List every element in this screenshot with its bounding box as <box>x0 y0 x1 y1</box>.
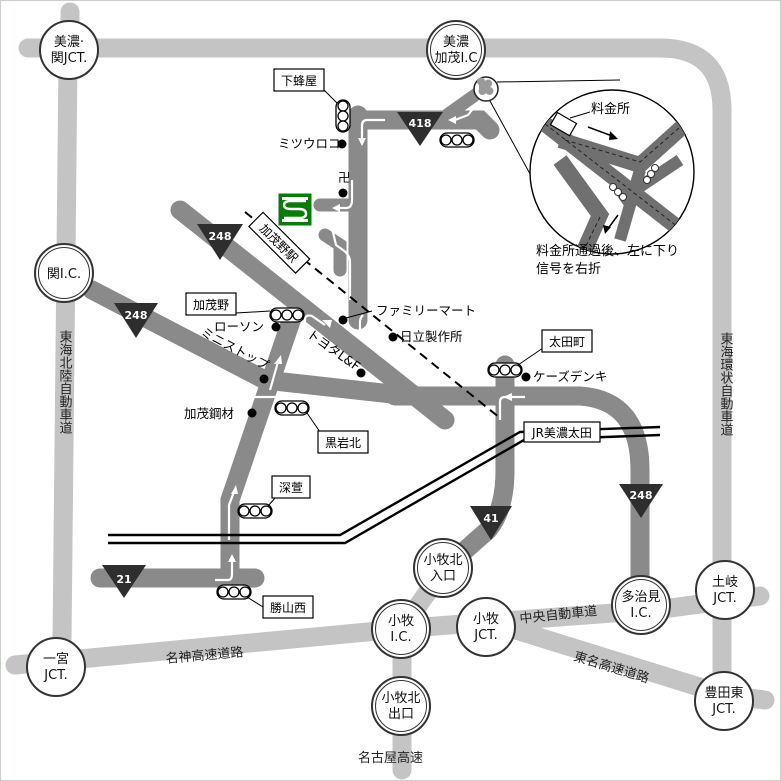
svg-text:関I.C.: 関I.C. <box>47 267 81 282</box>
svg-text:418: 418 <box>409 117 432 130</box>
svg-text:関JCT.: 関JCT. <box>51 51 87 66</box>
svg-text:豊田東: 豊田東 <box>704 685 743 701</box>
tokai-kanjo-top <box>18 38 732 590</box>
nagoya-expressway-label: 名古屋高速 <box>358 750 423 766</box>
svg-text:小牧: 小牧 <box>388 614 414 629</box>
signal-shimohachiya: 下蜂屋 <box>281 74 317 88</box>
svg-text:小牧北: 小牧北 <box>381 691 420 706</box>
poi-kamo-kozai: 加茂鋼材 <box>184 406 234 421</box>
destination-logo-icon[interactable] <box>278 193 312 226</box>
nagaragawa-line <box>244 211 501 419</box>
signal-fukase: 深萱 <box>279 481 303 495</box>
node-komakikita-deguchi[interactable]: 小牧北 出口 <box>371 676 431 736</box>
node-tajimi-ic[interactable]: 多治見 I.C. <box>611 575 671 635</box>
signal-icon <box>439 132 475 148</box>
svg-text:入口: 入口 <box>430 569 456 584</box>
route-418-shield: 418 <box>397 112 443 146</box>
tollgate-icon <box>549 111 578 137</box>
node-komaki-jct[interactable]: 小牧 JCT. <box>456 597 516 657</box>
signal-katsuyamanishi: 勝山西 <box>270 600 306 615</box>
poi-ksdenki: ケーズデンキ <box>533 369 607 384</box>
jr-line-upper <box>108 425 661 537</box>
route-248-east <box>385 386 650 600</box>
signal-icon <box>274 400 310 416</box>
node-seki-ic[interactable]: 関I.C. <box>34 243 94 303</box>
poi-lawson: ローソン <box>214 319 264 334</box>
svg-text:加茂I.C: 加茂I.C <box>434 51 477 66</box>
svg-text:JR美濃太田: JR美濃太田 <box>531 425 592 440</box>
traffic-signals <box>216 99 523 600</box>
route-248-shield-north: 248 <box>197 224 243 260</box>
node-ichinomiya-jct[interactable]: 一宮 JCT. <box>26 637 86 697</box>
station-jr-minoota[interactable]: JR美濃太田 <box>523 421 601 443</box>
poi-hitachi: 日立製作所 <box>400 329 463 344</box>
inset-detail: 料金所 料金所通過後、左に下り 信号を右折 <box>473 76 695 277</box>
svg-text:41: 41 <box>483 512 498 525</box>
svg-text:JCT.: JCT. <box>712 591 736 606</box>
inset-note-line2: 信号を右折 <box>536 262 601 277</box>
svg-text:21: 21 <box>116 573 131 586</box>
signal-icon <box>487 362 523 378</box>
interchange-nodes: 美濃· 関JCT. 美濃 加茂I.C 関I.C. 一宮 JCT. 小牧 I.C. <box>26 20 755 736</box>
route-248-shield-east: 248 <box>619 484 663 518</box>
signal-icon <box>335 99 351 133</box>
points-of-interest: ミツウロコ 卍 ファミリーマート 日立製作所 ローソン ミニストップ トヨタL&… <box>184 136 607 421</box>
branch-road-2 <box>318 228 347 277</box>
signal-icon <box>216 584 252 600</box>
route-21-shield: 21 <box>102 565 146 598</box>
svg-text:出口: 出口 <box>388 707 414 722</box>
svg-text:248: 248 <box>630 489 653 502</box>
signal-kamono: 加茂野 <box>193 298 229 312</box>
svg-text:土岐: 土岐 <box>712 575 738 590</box>
svg-text:美濃: 美濃 <box>443 35 469 50</box>
signal-otamachi: 太田町 <box>549 334 585 349</box>
svg-text:小牧北: 小牧北 <box>423 553 462 568</box>
poi-temple: 卍 <box>338 170 351 185</box>
signal-labels: 下蜂屋 加茂野 黒岩北 太田町 深萱 勝山西 <box>185 68 593 619</box>
svg-text:小牧: 小牧 <box>473 612 499 627</box>
route-418 <box>335 110 500 140</box>
direction-arrows <box>215 99 525 582</box>
svg-text:JCT.: JCT. <box>473 628 497 643</box>
tokai-hokuriku-road <box>52 50 78 650</box>
svg-text:JCT.: JCT. <box>43 668 67 683</box>
meishin-label: 名神高速道路 <box>165 644 244 667</box>
node-toki-jct[interactable]: 土岐 JCT. <box>695 560 755 620</box>
tokai-kanjo-label: 東海環状自動車道 <box>718 331 734 436</box>
route-shields: 418 248 248 248 41 21 <box>102 112 663 598</box>
node-mino-seki-jct[interactable]: 美濃· 関JCT. <box>39 20 99 80</box>
signal-icon <box>237 503 273 519</box>
svg-text:JCT.: JCT. <box>711 702 735 717</box>
svg-text:美濃·: 美濃· <box>54 35 84 50</box>
poi-familymart: ファミリーマート <box>376 303 476 318</box>
node-mino-kamo-ic[interactable]: 美濃 加茂I.C <box>426 20 486 80</box>
jr-line-lower <box>108 433 661 545</box>
signal-kuroiwakita: 黒岩北 <box>325 435 361 450</box>
tollgate-label: 料金所 <box>591 101 630 117</box>
route-41-shield: 41 <box>470 506 512 540</box>
node-komaki-ic[interactable]: 小牧 I.C. <box>371 599 431 659</box>
node-komakikita-iriguchi[interactable]: 小牧北 入口 <box>413 538 473 598</box>
inset-note-line1: 料金所通過後、左に下り <box>536 243 679 259</box>
poi-mitsuuroko: ミツウロコ <box>278 136 341 151</box>
tokai-hokuriku-label: 東海北陸自動車道 <box>57 329 73 434</box>
svg-text:多治見: 多治見 <box>621 589 660 605</box>
route-248-shield-west: 248 <box>114 303 158 338</box>
svg-text:I.C.: I.C. <box>630 606 651 621</box>
node-toyotahigashi-jct[interactable]: 豊田東 JCT. <box>694 671 754 731</box>
svg-text:一宮: 一宮 <box>43 651 69 667</box>
signal-icon <box>269 307 305 323</box>
svg-text:I.C.: I.C. <box>390 630 411 645</box>
svg-text:248: 248 <box>209 230 232 243</box>
svg-text:248: 248 <box>125 309 148 322</box>
